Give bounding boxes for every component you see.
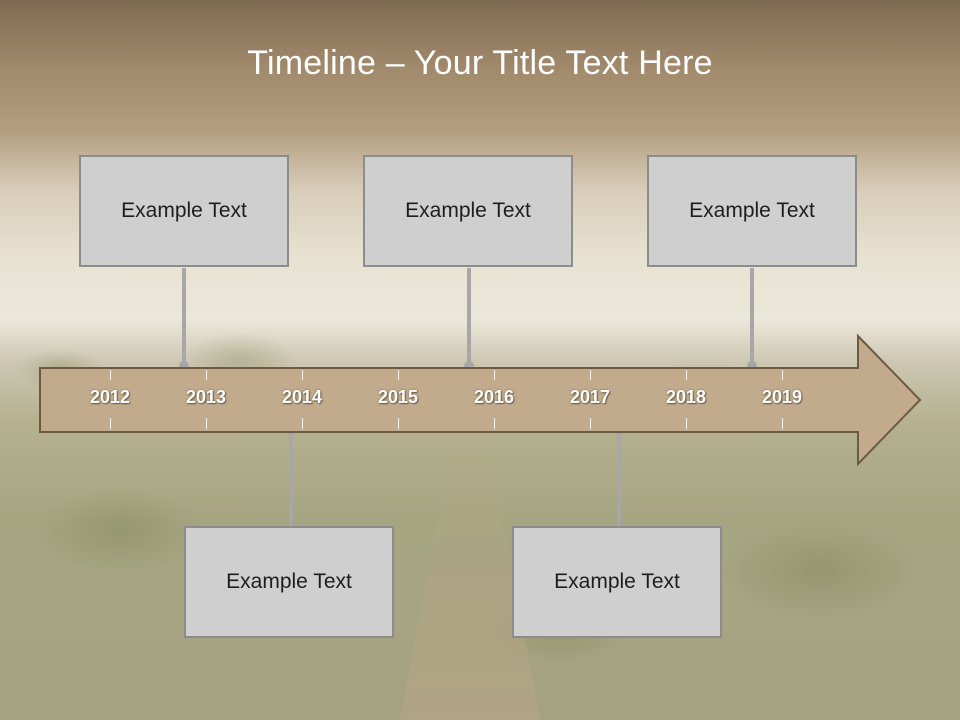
event-text: Example Text — [226, 570, 352, 593]
event-text: Example Text — [405, 199, 531, 222]
tick-2019-bottom — [782, 418, 783, 429]
event-text: Example Text — [554, 570, 680, 593]
tick-2012-top — [110, 370, 111, 380]
connector-bottom-2 — [617, 430, 621, 528]
tick-2013-top — [206, 370, 207, 380]
event-box-bottom-1[interactable]: Example Text — [184, 526, 394, 638]
tick-2018-bottom — [686, 418, 687, 429]
event-box-top-1[interactable]: Example Text — [79, 155, 289, 267]
tick-2017-top — [590, 370, 591, 380]
tick-2012-bottom — [110, 418, 111, 429]
connector-dot-top-3 — [747, 361, 757, 371]
year-label-2016[interactable]: 2016 — [473, 387, 515, 407]
tick-2018-top — [686, 370, 687, 380]
tick-2016-top — [494, 370, 495, 380]
year-label-2017[interactable]: 2017 — [569, 387, 611, 407]
connector-top-2 — [467, 268, 471, 366]
tick-2015-top — [398, 370, 399, 380]
tick-2013-bottom — [206, 418, 207, 429]
connector-dot-top-2 — [464, 361, 474, 371]
year-label-2012[interactable]: 2012 — [89, 387, 131, 407]
tick-2014-bottom — [302, 418, 303, 429]
tick-2017-bottom — [590, 418, 591, 429]
year-label-2014[interactable]: 2014 — [281, 387, 323, 407]
year-label-2019[interactable]: 2019 — [761, 387, 803, 407]
connector-top-3 — [750, 268, 754, 366]
connector-bottom-1 — [289, 430, 293, 528]
slide-title[interactable]: Timeline – Your Title Text Here — [247, 44, 713, 82]
event-text: Example Text — [689, 199, 815, 222]
connector-top-1 — [182, 268, 186, 366]
tick-2019-top — [782, 370, 783, 380]
timeline-arrow-shape — [39, 333, 922, 467]
year-label-2018[interactable]: 2018 — [665, 387, 707, 407]
tick-2014-top — [302, 370, 303, 380]
tick-2015-bottom — [398, 418, 399, 429]
event-box-bottom-2[interactable]: Example Text — [512, 526, 722, 638]
event-text: Example Text — [121, 199, 247, 222]
year-label-2013[interactable]: 2013 — [185, 387, 227, 407]
event-box-top-3[interactable]: Example Text — [647, 155, 857, 267]
year-label-2015[interactable]: 2015 — [377, 387, 419, 407]
event-box-top-2[interactable]: Example Text — [363, 155, 573, 267]
tick-2016-bottom — [494, 418, 495, 429]
connector-dot-top-1 — [179, 361, 189, 371]
